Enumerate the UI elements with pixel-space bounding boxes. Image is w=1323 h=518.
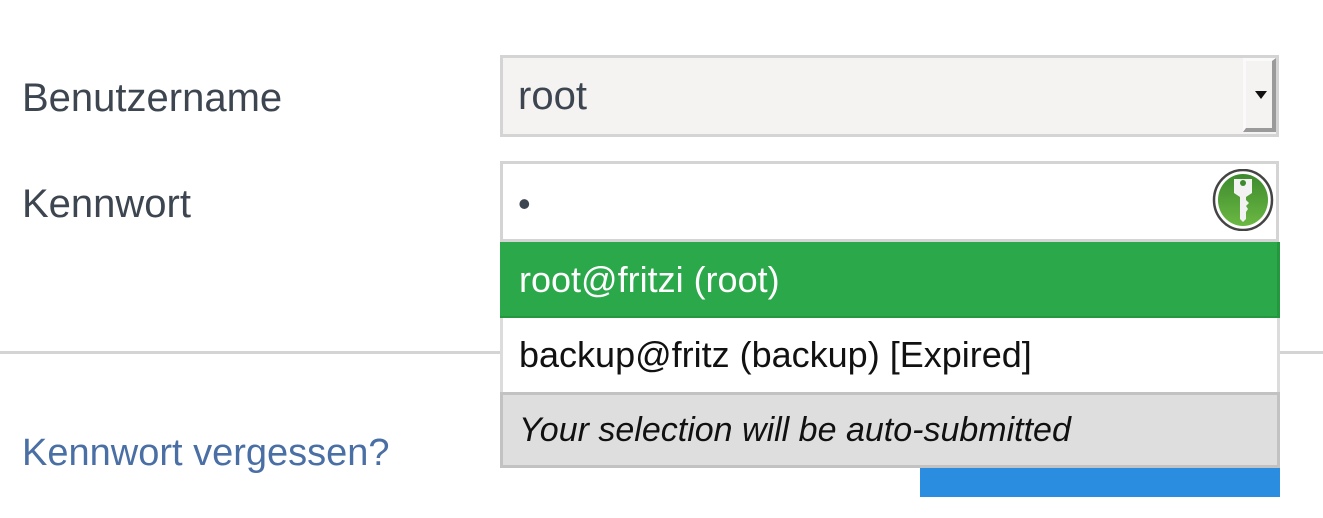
login-submit-button[interactable] xyxy=(920,468,1280,497)
autosubmit-note: Your selection will be auto-submitted xyxy=(500,392,1280,468)
username-label: Benutzername xyxy=(22,76,283,120)
password-masked-value: • xyxy=(518,183,531,224)
keepassxc-key-icon[interactable] xyxy=(1212,169,1274,231)
credential-option-root[interactable]: root@fritzi (root) xyxy=(500,242,1280,318)
username-dropdown-button[interactable] xyxy=(1243,58,1276,132)
chevron-down-icon xyxy=(1255,91,1267,99)
username-select[interactable]: root xyxy=(500,55,1279,137)
forgot-password-link[interactable]: Kennwort vergessen? xyxy=(22,432,390,474)
username-select-value: root xyxy=(518,74,587,118)
autofill-credentials-dropdown: root@fritzi (root) backup@fritz (backup)… xyxy=(500,242,1280,468)
password-input[interactable]: • xyxy=(500,161,1279,242)
credential-option-backup[interactable]: backup@fritz (backup) [Expired] xyxy=(500,318,1280,392)
password-label: Kennwort xyxy=(22,182,191,226)
